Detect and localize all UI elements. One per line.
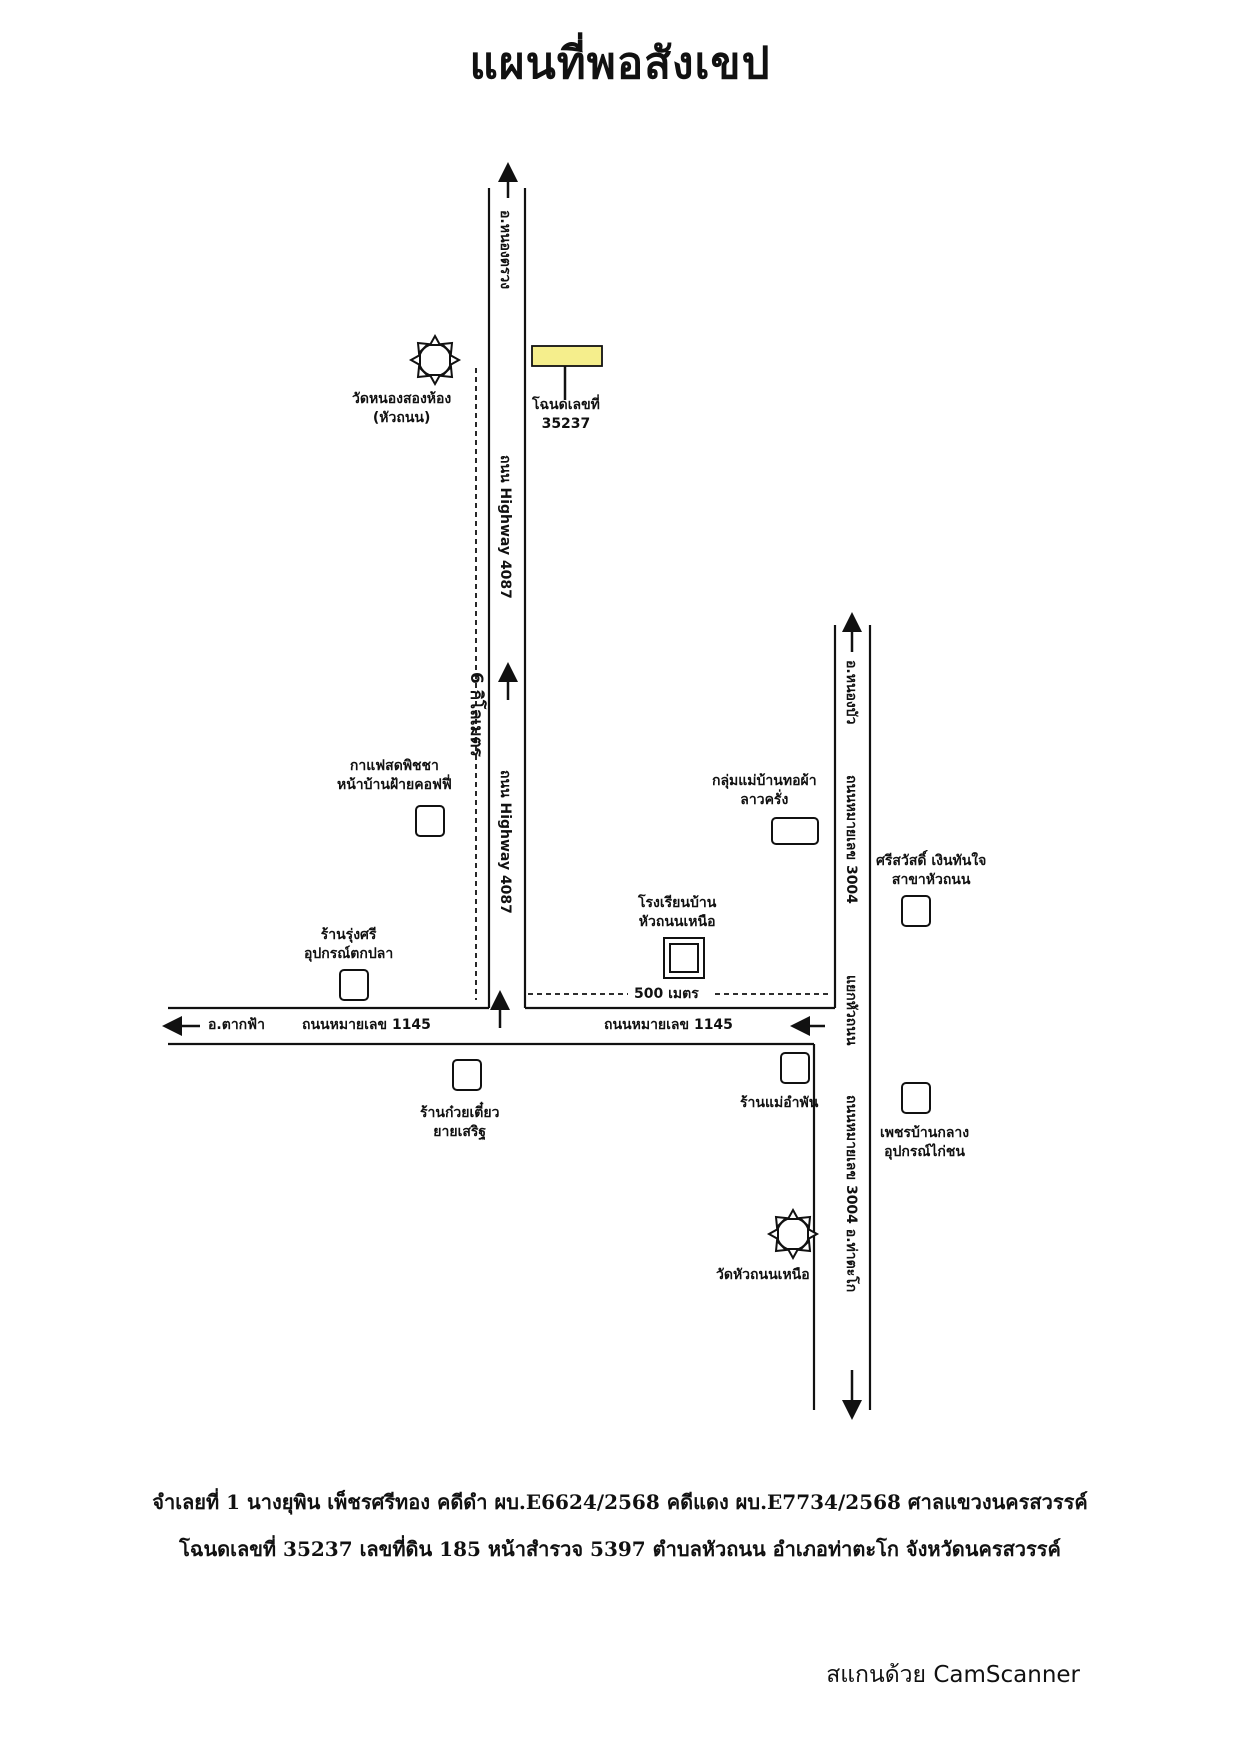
five-hundred-m-label: 500 เมตร [634, 986, 699, 1002]
cafe-building [415, 805, 445, 837]
chicken-shop-label-line-1: เพชรบ้านกลาง [880, 1125, 970, 1141]
fishing-shop-label: ร้านรุ่งศรี อุปกรณ์ตกปลา [304, 926, 393, 964]
school-label-line-2: หัวถนนเหนือ [638, 914, 716, 930]
mae-ampan-label: ร้านแม่อำพัน [740, 1094, 818, 1113]
loan-shop-label-line-1: ศรีสวัสดิ์ เงินทันใจ [876, 853, 987, 869]
noodle-shop-label-line-1: ร้านก๋วยเตี๋ยว [420, 1105, 500, 1121]
west-destination-label: อ.ตากฟ้า [208, 1017, 265, 1033]
noodle-shop-label-line-2: ยายเสริฐ [433, 1124, 487, 1140]
weaving-group-label-line-1: กลุ่มแม่บ้านทอผ้า [712, 773, 817, 789]
cafe-label-line-2: หน้าบ้านฝ้ายคอฟฟี่ [337, 777, 452, 793]
chicken-shop-label-line-2: อุปกรณ์ไก่ชน [884, 1144, 965, 1160]
chicken-shop-label: เพชรบ้านกลาง อุปกรณ์ไก่ชน [880, 1124, 969, 1162]
junction-label: แยกหัวถนน [843, 975, 859, 1046]
road-1145-right-label: ถนนหมายเลข 1145 [604, 1017, 733, 1033]
highway-upper-label: ถนน Highway 4087 [497, 455, 513, 599]
temple-south-label: วัดหัวถนนเหนือ [716, 1266, 810, 1285]
temple-icon-north [408, 333, 462, 387]
cafe-label: กาแฟสดพิชชา หน้าบ้านฝ้ายคอฟฟี่ [337, 757, 452, 795]
camscanner-watermark: สแกนด้วย CamScanner [826, 1662, 1080, 1688]
northeast-destination-label: อ.หนองบัว [843, 660, 859, 725]
mae-ampan-building [780, 1052, 810, 1084]
plot-label: โฉนดเลขที่ 35237 [532, 396, 600, 434]
mae-ampan-label-line-1: ร้านแม่อำพัน [740, 1095, 819, 1111]
loan-shop-label-line-2: สาขาหัวถนน [891, 872, 971, 888]
fishing-shop-label-line-1: ร้านรุ่งศรี [320, 927, 377, 943]
plot-label-line-2: 35237 [541, 416, 591, 432]
caption-line-2: โฉนดเลขที่ 35237 เลขที่ดิน 185 หน้าสำรวจ… [179, 1537, 1061, 1561]
temple-icon-south [766, 1207, 820, 1261]
road-1145-left-label: ถนนหมายเลข 1145 [302, 1017, 431, 1033]
temple-south-label-line-1: วัดหัวถนนเหนือ [716, 1267, 810, 1283]
noodle-shop-label: ร้านก๋วยเตี๋ยว ยายเสริฐ [420, 1104, 499, 1142]
loan-shop-building [901, 895, 931, 927]
caption-line-1: จำเลยที่ 1 นางยุพิน เพ็ชรศรีทอง คดีดำ ผบ… [152, 1490, 1088, 1514]
school-label-line-1: โรงเรียนบ้าน [638, 895, 717, 911]
six-km-label: 6 กิโลเมตร [466, 672, 486, 757]
weaving-group-label-line-2: ลาวครั่ง [740, 792, 789, 808]
loan-shop-label: ศรีสวัสดิ์ เงินทันใจ สาขาหัวถนน [876, 852, 986, 890]
road-3004-lower-label: ถนนหมายเลข 3004 อ.ท่าตะโก [843, 1095, 859, 1293]
chicken-shop-building [901, 1082, 931, 1114]
road-3004-upper-label: ถนนหมายเลข 3004 [843, 775, 859, 904]
fishing-shop-label-line-2: อุปกรณ์ตกปลา [304, 946, 394, 962]
fishing-shop-building [339, 969, 369, 1001]
land-plot-35237 [531, 345, 603, 367]
temple-north-label-line-2: (หัวถนน) [372, 410, 431, 426]
noodle-shop-building [452, 1059, 482, 1091]
temple-north-label: วัดหนองสองห้อง (หัวถนน) [352, 390, 451, 428]
school-label: โรงเรียนบ้าน หัวถนนเหนือ [638, 894, 716, 932]
north-destination-label: อ.หนองตรวง [497, 210, 513, 290]
school-building-inner [669, 943, 699, 973]
weaving-group-building [771, 817, 819, 845]
plot-label-line-1: โฉนดเลขที่ [532, 397, 600, 413]
highway-lower-label: ถนน Highway 4087 [497, 770, 513, 914]
map-title: แผนที่พอสังเขป [469, 38, 771, 89]
weaving-group-label: กลุ่มแม่บ้านทอผ้า ลาวครั่ง [712, 772, 817, 810]
temple-north-label-line-1: วัดหนองสองห้อง [352, 391, 452, 407]
cafe-label-line-1: กาแฟสดพิชชา [349, 758, 439, 774]
